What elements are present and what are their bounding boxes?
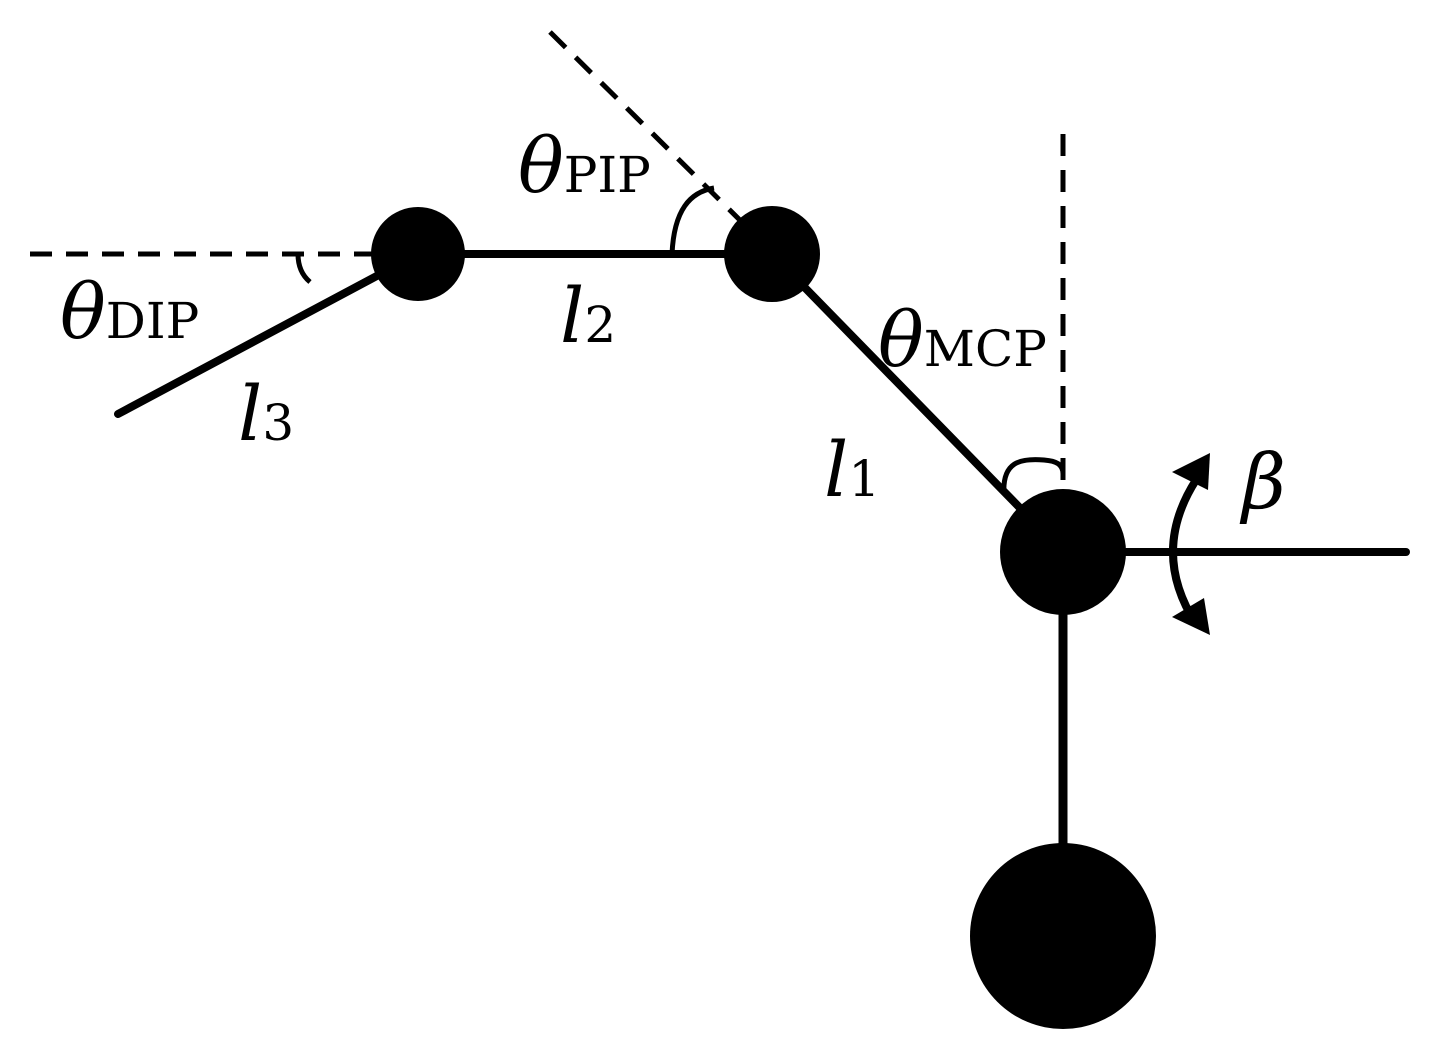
pip-reference-dashed-line <box>548 30 762 242</box>
l1-label: l1 <box>824 425 880 514</box>
pip-joint <box>724 206 820 302</box>
theta-dip-label: θDIP <box>60 267 199 356</box>
theta-pip-arc <box>669 185 715 255</box>
beta-label: β <box>1239 437 1286 526</box>
theta-dip-arc <box>295 253 312 284</box>
theta-pip-label: θPIP <box>518 121 651 210</box>
beta-arrowhead-down-icon <box>1172 598 1210 635</box>
link-l1 <box>769 251 1066 555</box>
l2-label: l2 <box>560 271 616 360</box>
beta-rotation-arc <box>1169 477 1200 627</box>
theta-mcp-arc <box>1001 457 1066 495</box>
link-l3 <box>114 250 422 418</box>
beta-arrowhead-up-icon <box>1172 453 1210 490</box>
theta-mcp-label: θMCP <box>878 295 1047 384</box>
mcp-joint <box>1000 489 1126 615</box>
base-joint <box>970 843 1156 1029</box>
l3-label: l3 <box>238 369 294 458</box>
dip-joint <box>371 207 465 301</box>
